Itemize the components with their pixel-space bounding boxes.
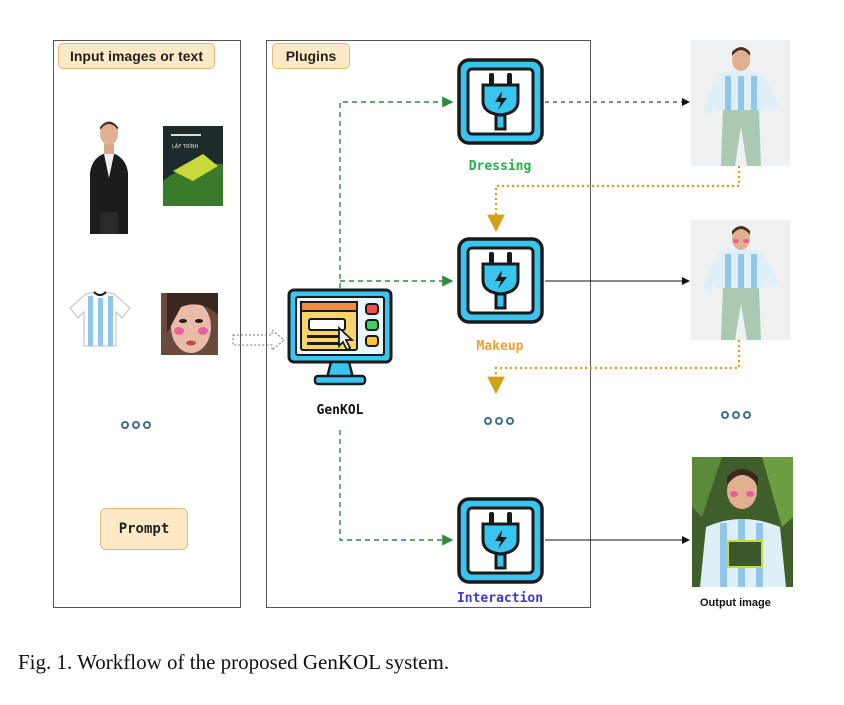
plugins-more-dots xyxy=(484,417,514,425)
dot xyxy=(743,411,751,419)
genkol-to-interaction-line xyxy=(339,430,454,546)
genkol-label: GenKOL xyxy=(316,403,364,418)
input-panel-title: Input images or text xyxy=(58,43,215,69)
dot xyxy=(484,417,492,425)
dressing-label: Dressing xyxy=(468,159,532,174)
monitor-icon xyxy=(287,288,393,388)
person-photo xyxy=(80,118,138,234)
inputs-more-dots xyxy=(121,421,151,429)
makeup-label: Makeup xyxy=(476,339,524,354)
dot xyxy=(132,421,140,429)
genkol-branch-line xyxy=(339,96,454,288)
makeup-plug-icon xyxy=(456,236,545,325)
dot xyxy=(121,421,129,429)
input-to-genkol-arrow xyxy=(232,328,285,352)
final-output-photo xyxy=(692,457,793,587)
interaction-label: Interaction xyxy=(456,591,544,606)
dressing-to-makeup-feedback xyxy=(487,166,741,233)
dot xyxy=(506,417,514,425)
dot xyxy=(495,417,503,425)
book-cover: LẬP TRÌNH xyxy=(163,126,223,206)
dot xyxy=(732,411,740,419)
face-photo xyxy=(161,293,218,355)
prompt-box: Prompt xyxy=(100,508,188,550)
outputs-more-dots xyxy=(721,411,751,419)
jersey-photo xyxy=(68,290,132,348)
dressing-plug-icon xyxy=(456,57,545,146)
makeup-result-photo xyxy=(691,220,790,340)
dressing-result-photo xyxy=(691,40,790,166)
figure-caption: Fig. 1. Workflow of the proposed GenKOL … xyxy=(18,650,450,674)
book-title-text: LẬP TRÌNH xyxy=(172,143,199,150)
dot xyxy=(721,411,729,419)
output-image-label: Output image xyxy=(700,597,771,609)
plugins-panel-title: Plugins xyxy=(272,43,350,69)
interaction-plug-icon xyxy=(456,496,545,585)
dot xyxy=(143,421,151,429)
